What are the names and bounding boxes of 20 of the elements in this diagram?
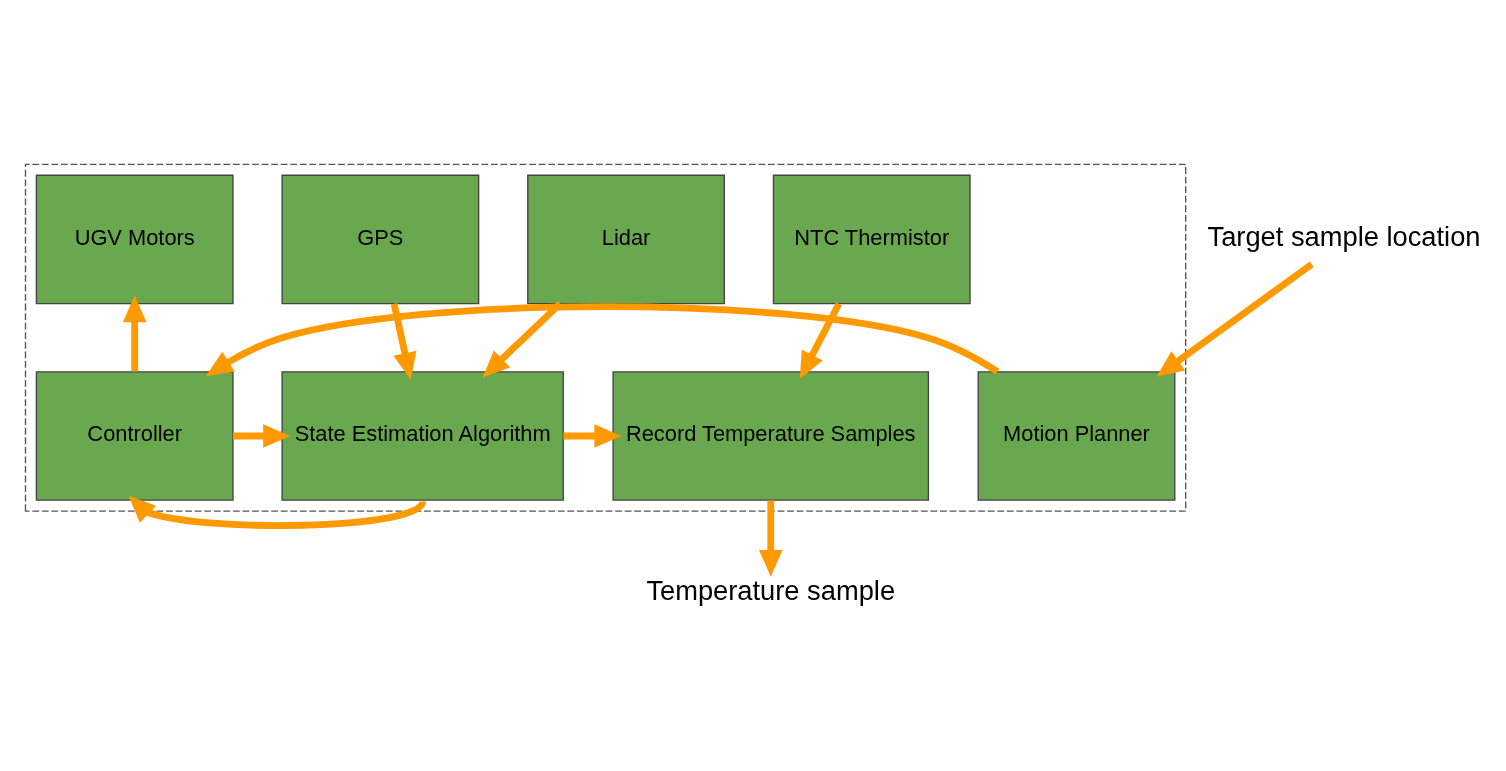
arrow: [390, 303, 417, 380]
node-text: Target sample location: [1207, 221, 1481, 253]
arrow: [233, 424, 291, 448]
node-box: Record Temperature Samples: [612, 371, 930, 501]
node-box: GPS: [281, 174, 480, 305]
arrow: [128, 495, 426, 529]
arrow: [482, 301, 563, 378]
node-box: UGV Motors: [35, 174, 234, 305]
node-box: NTC Thermistor: [772, 174, 971, 305]
node-box: Controller: [35, 371, 234, 501]
arrow: [799, 302, 842, 379]
node-text: Temperature sample: [646, 574, 896, 606]
arrow: [758, 500, 783, 577]
node-box: Motion Planner: [977, 371, 1176, 501]
arrow: [563, 424, 622, 448]
node-box: Lidar: [527, 174, 725, 305]
arrow: [1156, 261, 1314, 377]
arrow: [122, 295, 147, 372]
arrow: [205, 303, 1000, 377]
node-box: State Estimation Algorithm: [281, 371, 564, 501]
